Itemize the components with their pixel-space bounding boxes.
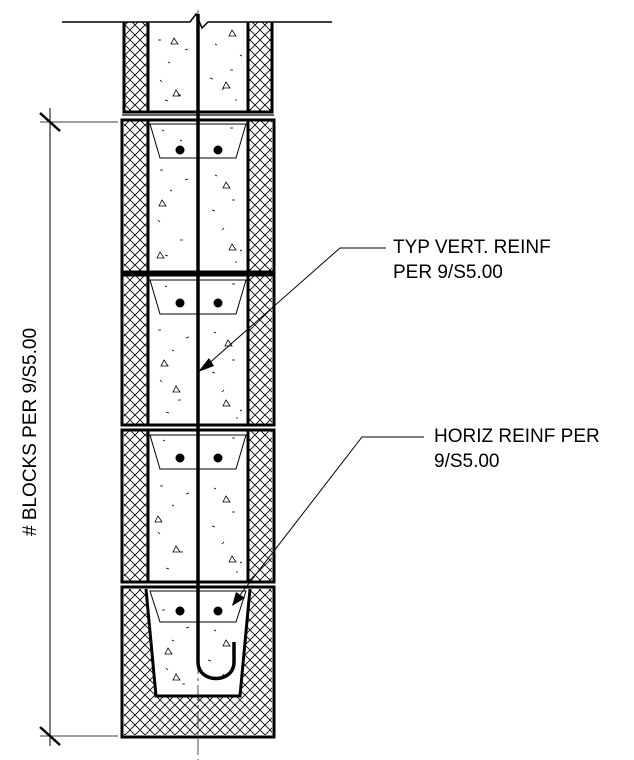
cmu-block-1	[120, 118, 276, 274]
leader-vertical-reinf	[198, 247, 386, 372]
vert-reinf-callout-line1: TYP VERT. REINF	[393, 237, 551, 258]
upper-wall-segment	[122, 22, 274, 114]
horiz-reinf-callout-line1: HORIZ REINF PER	[434, 426, 600, 447]
vertical-rebar	[196, 14, 236, 681]
leader-horiz-reinf	[232, 436, 424, 606]
dimension-label: # BLOCKS PER 9/S5.00	[20, 328, 41, 536]
vert-reinf-callout-line2: PER 9/S5.00	[393, 262, 503, 283]
grout-fill	[158, 29, 243, 102]
horiz-reinf-callout-line2: 9/S5.00	[434, 451, 500, 472]
dimension-line	[39, 108, 118, 746]
